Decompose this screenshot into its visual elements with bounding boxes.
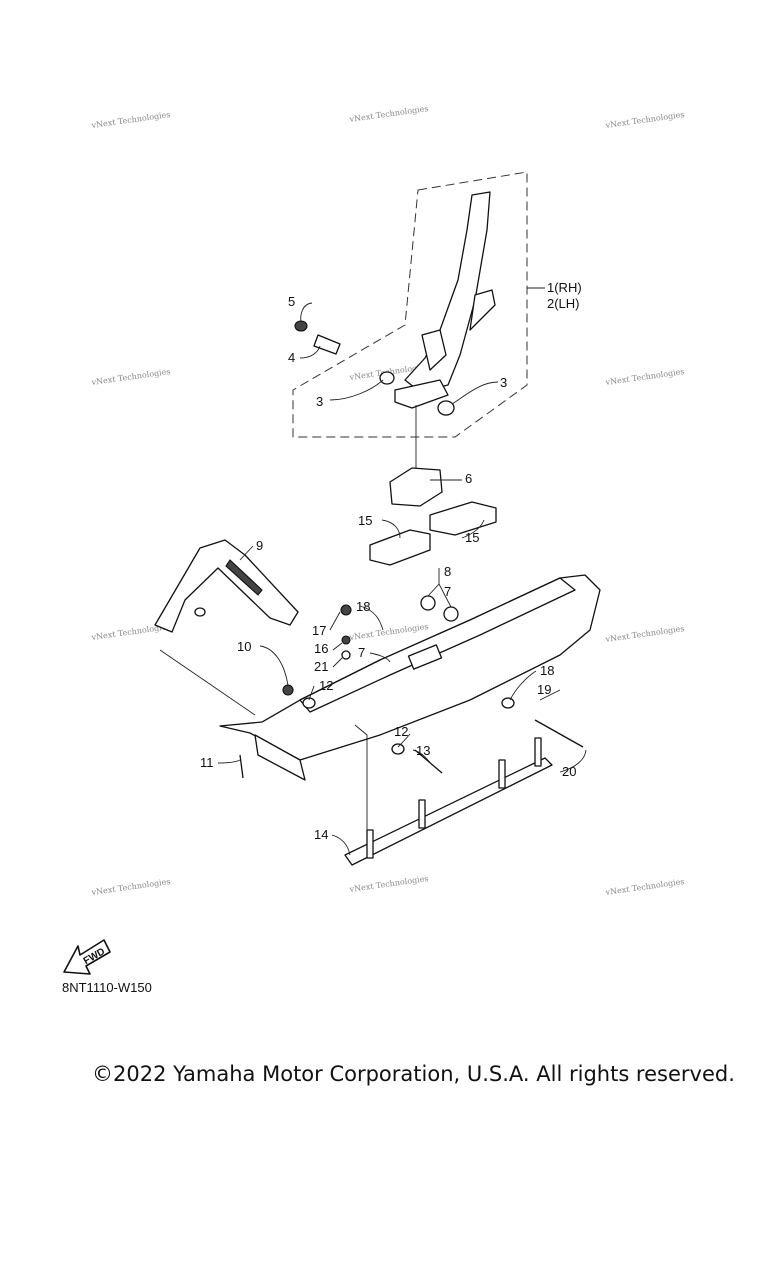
callout-8: 8 xyxy=(444,564,451,579)
pad-part xyxy=(429,501,497,536)
watermark: vNext Technologies xyxy=(348,622,429,642)
callout-18: 18 xyxy=(356,599,370,614)
callout-3: 3 xyxy=(316,394,323,409)
watermark: vNext Technologies xyxy=(604,367,685,387)
nut-part xyxy=(443,606,459,622)
callout-2: 2(LH) xyxy=(547,296,580,311)
callout-7: 7 xyxy=(444,584,451,599)
watermark: vNext Technologies xyxy=(604,110,685,130)
watermark: vNext Technologies xyxy=(348,874,429,894)
bushing-part xyxy=(437,400,455,416)
washer-part xyxy=(391,743,405,755)
callout-11: 11 xyxy=(200,755,214,770)
nut-part xyxy=(420,595,436,611)
callout-19: 19 xyxy=(537,682,551,697)
nut-part xyxy=(341,650,351,660)
watermark: vNext Technologies xyxy=(604,624,685,644)
watermark: vNext Technologies xyxy=(90,110,171,130)
assembly-outline xyxy=(292,171,528,438)
callout-18: 18 xyxy=(540,663,554,678)
watermark: vNext Technologies xyxy=(604,877,685,897)
callout-12: 12 xyxy=(394,724,408,739)
leader-lines xyxy=(159,287,587,856)
spindle-part xyxy=(394,191,496,409)
pad-part xyxy=(369,529,431,566)
runner-part xyxy=(344,737,553,866)
callout-13: 13 xyxy=(416,743,430,758)
collar-part xyxy=(313,334,341,355)
callout-9: 9 xyxy=(256,538,263,553)
watermarks: vNext Technologies vNext Technologies vN… xyxy=(90,104,685,897)
bolt-part xyxy=(239,754,244,779)
callout-12: 12 xyxy=(319,678,333,693)
nut-part xyxy=(341,635,351,645)
callout-5: 5 xyxy=(288,294,295,309)
watermark: vNext Technologies xyxy=(348,104,429,124)
bolt-part xyxy=(414,749,443,774)
watermark: vNext Technologies xyxy=(90,877,171,897)
watermark: vNext Technologies xyxy=(90,367,171,387)
handle-part xyxy=(154,539,299,633)
callout-10: 10 xyxy=(237,639,251,654)
nut-part xyxy=(340,604,352,616)
callout-14: 14 xyxy=(314,827,328,842)
ski-part xyxy=(219,574,601,781)
callout-17: 17 xyxy=(312,623,326,638)
fwd-arrow-icon: FWD xyxy=(63,939,111,975)
callout-16: 16 xyxy=(314,641,328,656)
washer-part xyxy=(501,697,515,709)
callout-7: 7 xyxy=(358,645,365,660)
bolt-part xyxy=(534,719,584,748)
copyright-notice: ©2022 Yamaha Motor Corporation, U.S.A. A… xyxy=(92,1062,735,1086)
nut-part xyxy=(294,320,308,332)
callout-6: 6 xyxy=(465,471,472,486)
bracket-part xyxy=(389,467,443,507)
washer-part xyxy=(302,697,316,709)
callout-3: 3 xyxy=(500,375,507,390)
diagram-code: 8NT1110-W150 xyxy=(62,980,152,995)
callout-20: 20 xyxy=(562,764,576,779)
handle-nut-part xyxy=(194,607,206,617)
callout-15: 15 xyxy=(358,513,372,528)
callout-4: 4 xyxy=(288,350,295,365)
callout-21: 21 xyxy=(314,659,328,674)
callout-15: 15 xyxy=(465,530,479,545)
nut-part xyxy=(282,684,294,696)
callout-1: 1(RH) xyxy=(547,280,582,295)
callout-labels: 1(RH) 2(LH) 3 3 4 5 6 7 7 8 9 10 11 12 1… xyxy=(200,280,582,842)
bushing-part xyxy=(379,371,395,385)
fwd-label: FWD xyxy=(82,946,107,967)
